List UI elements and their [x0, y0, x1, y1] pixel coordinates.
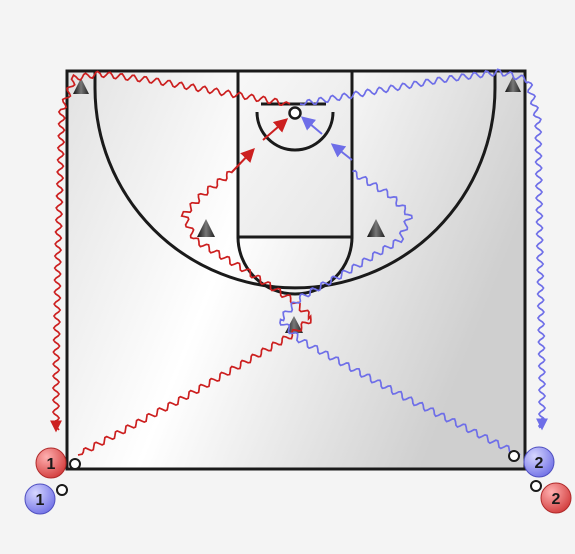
red-dribble-path — [77, 170, 312, 456]
cone-icon — [505, 76, 521, 92]
blue-dribble-path — [279, 169, 521, 456]
player-red-2: 2 — [540, 482, 572, 514]
red-return-path — [51, 70, 291, 431]
player-blue-2-label: 2 — [535, 455, 544, 472]
cone-icon — [367, 219, 385, 237]
player-blue-1: 1 — [24, 483, 56, 515]
court — [65, 69, 527, 471]
player-blue-2: 2 — [523, 446, 555, 478]
free-throw-circle — [236, 236, 354, 296]
blue-arrow-to-basket-2 — [300, 116, 323, 135]
ball-icon — [530, 480, 542, 492]
players: 1 1 2 2 — [24, 446, 572, 515]
ball-icon — [508, 450, 520, 462]
player-red-2-label: 2 — [552, 491, 561, 508]
red-arrow-to-basket-2 — [262, 118, 289, 141]
player-blue-1-label: 1 — [36, 492, 45, 509]
ball-icon — [69, 458, 81, 470]
basket-rim — [288, 106, 302, 120]
dribble-paths — [50, 68, 548, 456]
three-point-line — [93, 71, 497, 290]
ball-icon — [56, 484, 68, 496]
player-red-1-label: 1 — [47, 456, 56, 473]
blue-arrow-to-basket-1 — [330, 143, 353, 161]
player-red-1: 1 — [35, 447, 67, 479]
red-arrow-to-basket-1 — [231, 147, 255, 173]
cone-icon — [73, 78, 89, 94]
blue-return-path — [299, 68, 547, 429]
restricted-area-arc — [255, 111, 335, 152]
cone-icon — [197, 219, 215, 237]
free-throw-lane — [236, 69, 354, 239]
